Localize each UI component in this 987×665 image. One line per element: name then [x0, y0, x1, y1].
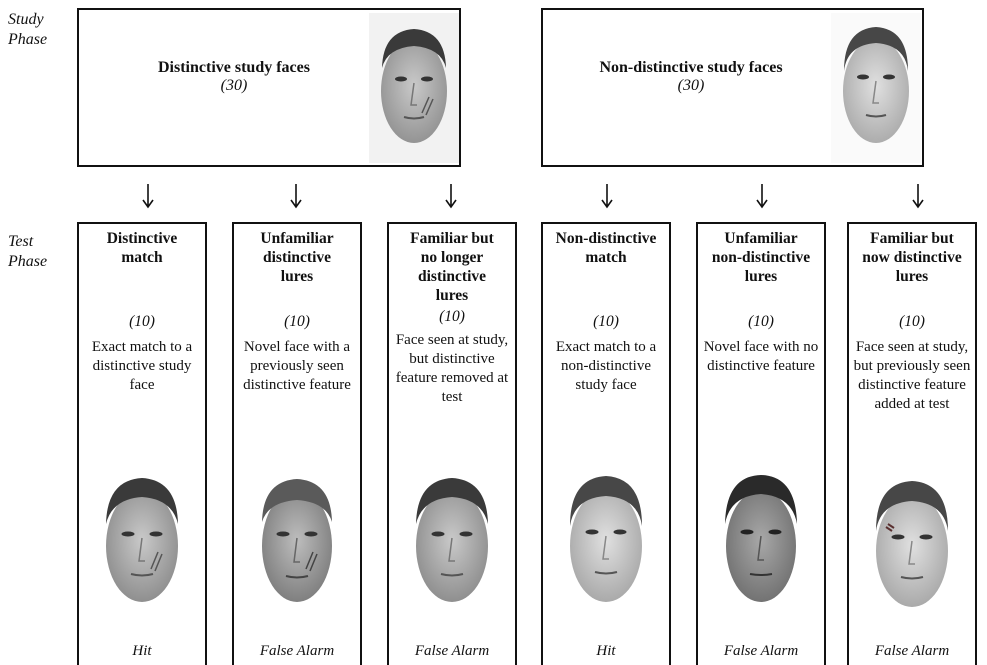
column-description: Novel face with a previously seen distin…: [243, 339, 351, 393]
face-photo: [262, 479, 332, 602]
non-distinctive-face-photo: [831, 13, 921, 163]
column-title: Familiar but now distinctive lures: [862, 230, 962, 285]
column-description: Exact match to a non-distinctive study f…: [555, 339, 657, 393]
column-title: Unfamiliar non-distinctive lures: [711, 230, 811, 285]
arrow-down-icon: [912, 184, 924, 209]
study-box-distinctive: Distinctive study faces (30): [77, 8, 461, 167]
study-box-count: (30): [677, 77, 705, 94]
face-photo: [416, 478, 488, 602]
column-count: (10): [284, 313, 310, 330]
face-photo: [876, 481, 948, 607]
study-box-non-distinctive: Non-distinctive study faces (30): [541, 8, 924, 167]
column-description: Face seen at study, but distinctive feat…: [395, 332, 509, 405]
column-description: Exact match to a distinctive study face: [91, 339, 193, 393]
test-column-distinctive-match: Distinctive match (10) Exact match to a …: [77, 222, 207, 665]
arrow-down-icon: [142, 184, 154, 209]
column-outcome: False Alarm: [874, 643, 950, 659]
arrow-down-icon: [445, 184, 457, 209]
column-title: Non-distinctive match: [555, 230, 657, 266]
column-title: Unfamiliar distinctive lures: [260, 230, 334, 285]
column-count: (10): [593, 313, 619, 330]
column-count: (10): [439, 308, 465, 325]
column-outcome: Hit: [132, 643, 152, 659]
distinctive-face-photo: [369, 13, 459, 163]
test-column-unfamiliar-distinctive-lures: Unfamiliar distinctive lures (10) Novel …: [232, 222, 362, 665]
study-box-title: Non-distinctive study faces: [599, 59, 783, 76]
column-outcome: Hit: [596, 643, 616, 659]
test-column-unfamiliar-non-distinctive-lures: Unfamiliar non-distinctive lures (10) No…: [696, 222, 826, 665]
arrow-down-icon: [756, 184, 768, 209]
test-column-familiar-now-distinctive-lures: Familiar but now distinctive lures (10) …: [847, 222, 977, 665]
column-outcome: False Alarm: [723, 643, 799, 659]
test-column-non-distinctive-match: Non-distinctive match (10) Exact match t…: [541, 222, 671, 665]
column-count: (10): [899, 313, 925, 330]
arrow-down-icon: [290, 184, 302, 209]
column-count: (10): [748, 313, 774, 330]
column-outcome: False Alarm: [259, 643, 335, 659]
test-phase-label: Test Phase: [8, 233, 48, 270]
column-count: (10): [129, 313, 155, 330]
study-phase-label: Study Phase: [8, 11, 48, 48]
arrow-down-icon: [601, 184, 613, 209]
test-column-familiar-no-longer-distinctive-lures: Familiar but no longer distinctive lures…: [387, 222, 517, 665]
face-photo: [725, 475, 797, 602]
column-outcome: False Alarm: [414, 643, 490, 659]
column-title: Familiar but no longer distinctive lures: [410, 230, 494, 304]
study-box-count: (30): [220, 77, 248, 94]
column-description: Face seen at study, but previously seen …: [853, 339, 971, 412]
face-photo: [570, 476, 642, 602]
column-title: Distinctive match: [106, 230, 178, 266]
study-box-title: Distinctive study faces: [158, 59, 310, 76]
column-description: Novel face with no distinctive feature: [703, 339, 819, 374]
face-photo: [106, 478, 178, 602]
